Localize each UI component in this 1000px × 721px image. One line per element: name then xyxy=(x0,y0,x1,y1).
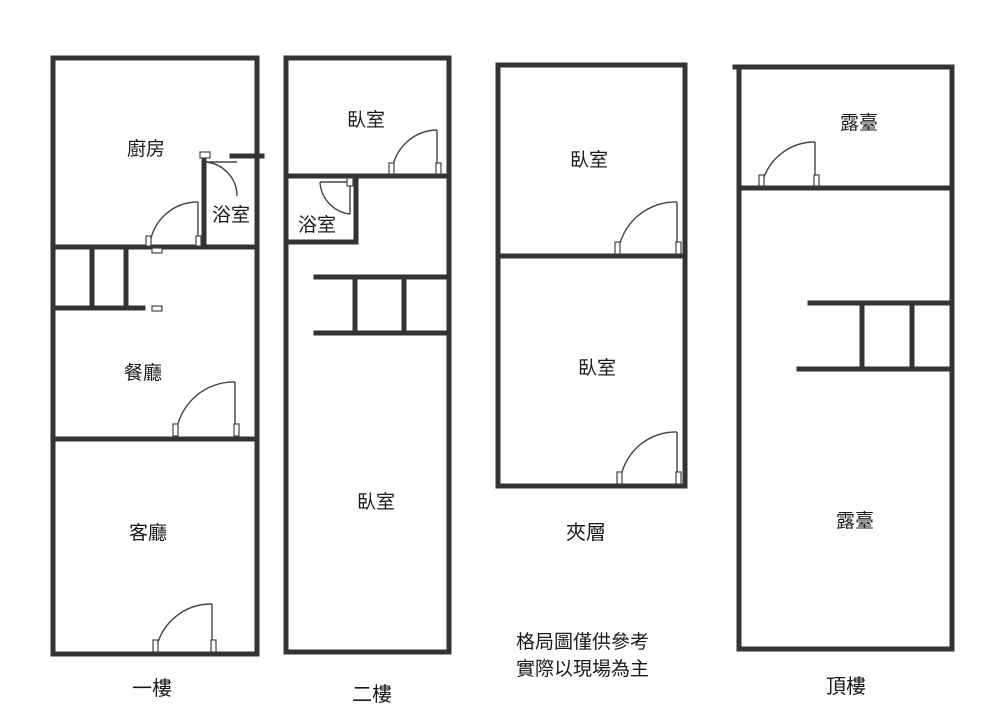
floor-2-caption: 二樓 xyxy=(352,682,392,706)
rooftop-plan xyxy=(732,64,955,652)
mezzanine-top-door xyxy=(614,201,682,255)
floor-1-dining-door xyxy=(172,381,240,437)
rooftop-outer-wall xyxy=(736,64,955,652)
rooftop-stairs xyxy=(796,300,955,372)
mezzanine-bottom-door xyxy=(616,431,682,485)
floor-1-dining-label: 餐廳 xyxy=(124,362,163,384)
floor-2-bedroom-top-label: 臥室 xyxy=(347,109,386,131)
floor-2-bath-label: 浴室 xyxy=(298,214,337,236)
rooftop-terrace-main-label: 露臺 xyxy=(836,510,875,532)
floor-1-entrance-door xyxy=(152,603,217,653)
floor-1-kitchen-label: 廚房 xyxy=(127,138,166,160)
floor-1-plan xyxy=(50,55,265,657)
floor-1-kitchen-door xyxy=(145,201,202,247)
floor-2-stairs xyxy=(313,274,452,336)
disclaimer-line-2: 實際以現場為主 xyxy=(516,657,650,680)
disclaimer-line-1: 格局圖僅供參考 xyxy=(516,631,650,653)
rooftop-caption: 頂樓 xyxy=(826,674,866,698)
floor-1-caption: 一樓 xyxy=(132,676,172,700)
floor-2-outer-wall xyxy=(283,55,452,655)
mezzanine-bedroom-top-label: 臥室 xyxy=(570,149,609,171)
mezzanine-plan xyxy=(495,62,688,489)
rooftop-door xyxy=(758,141,820,187)
mezzanine-outer-wall xyxy=(495,62,688,489)
floor-2-bedroom-door xyxy=(388,129,442,175)
floor-1-outer-wall xyxy=(50,55,260,657)
floor-1-bath-label: 浴室 xyxy=(212,204,251,226)
floor-2-plan xyxy=(283,55,452,655)
floor-1-stairs xyxy=(50,244,146,311)
mezzanine-caption: 夾層 xyxy=(566,520,606,544)
floor-1-living-label: 客廳 xyxy=(129,522,168,544)
floor-1-bath-door xyxy=(199,151,238,197)
floor-2-bath-door xyxy=(319,177,354,215)
floor-2-bedroom-main-label: 臥室 xyxy=(357,491,396,513)
mezzanine-bedroom-bottom-label: 臥室 xyxy=(578,357,617,379)
disclaimer-note: 格局圖僅供參考 實際以現場為主 xyxy=(516,629,649,682)
rooftop-terrace-top-label: 露臺 xyxy=(840,112,879,134)
